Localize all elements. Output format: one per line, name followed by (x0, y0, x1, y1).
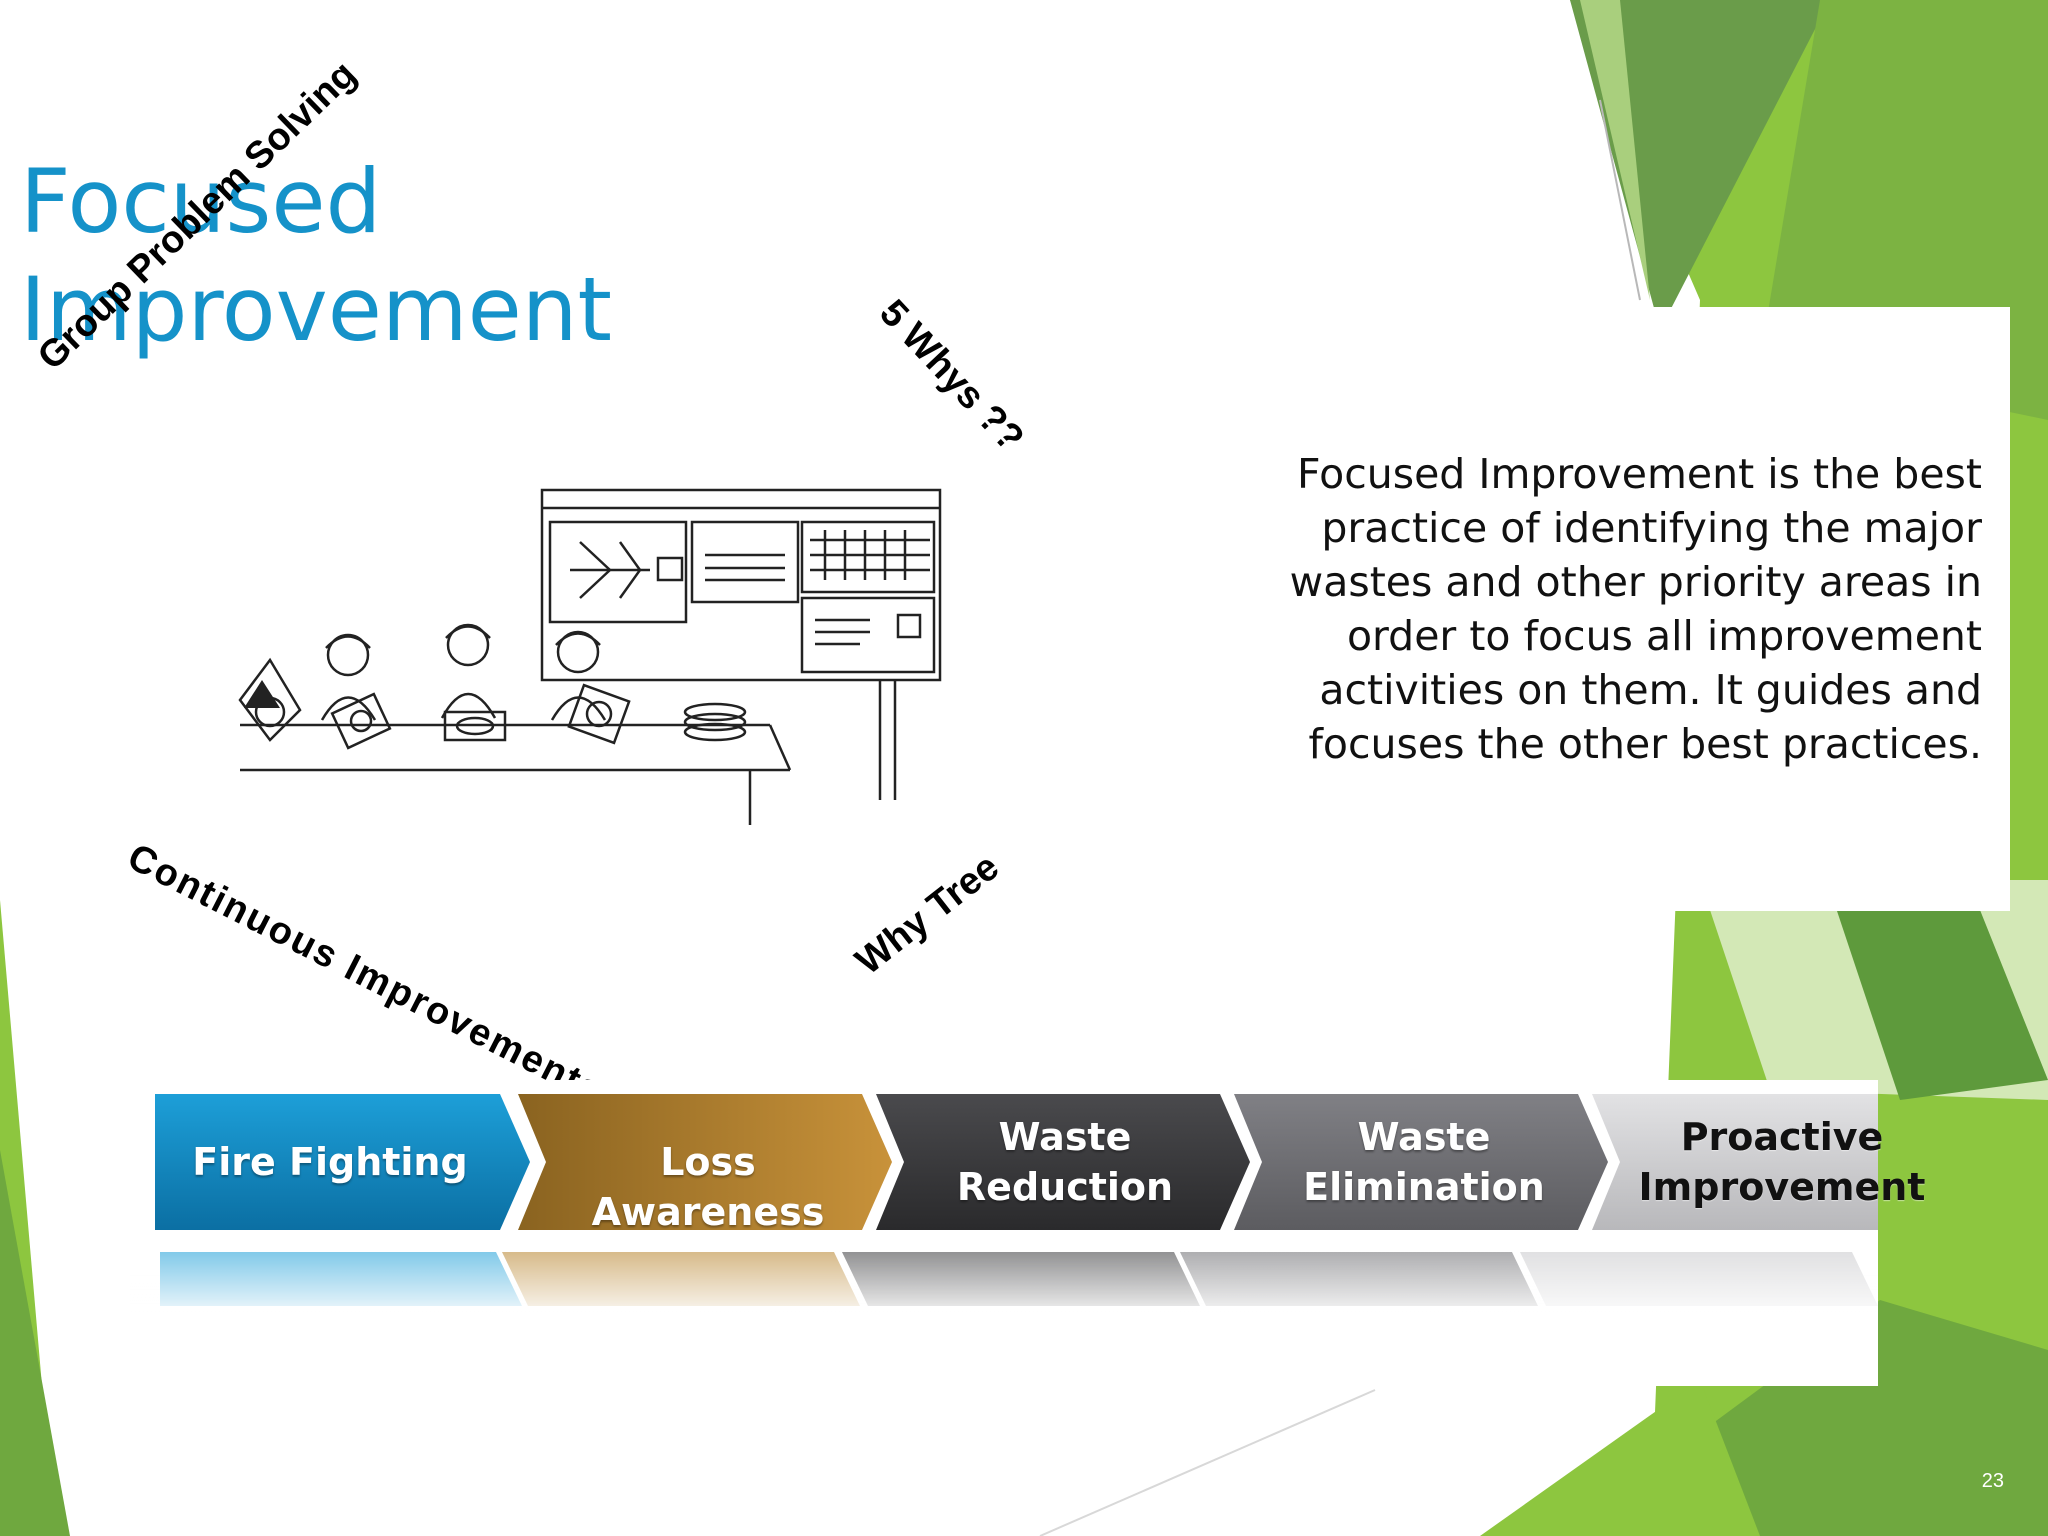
step-label-fire-fighting: Fire Fighting (192, 1140, 468, 1184)
description-panel: Focused Improvement is the best practice… (1220, 307, 2010, 911)
step-arrow-proactive-improvement (1592, 1094, 1878, 1230)
step-arrow-waste-reduction (876, 1094, 1250, 1230)
workers-at-board-illustration (238, 488, 942, 825)
step-label-loss-awareness: Loss Awareness (591, 1140, 825, 1234)
page-number: 23 (1981, 1470, 2004, 1492)
step-label-waste-elimination: Waste Elimination (1303, 1115, 1545, 1209)
step-label-proactive-improvement: Proactive Improvement (1638, 1115, 1926, 1209)
maturity-steps-graphic (130, 1094, 1878, 1322)
step-arrow-loss-awareness (518, 1094, 892, 1230)
slide-title: Focused Improvement (20, 148, 612, 364)
title-line-1: Focused (20, 150, 382, 253)
step-arrow-fire-fighting (155, 1094, 530, 1230)
step-arrow-waste-elimination (1234, 1094, 1608, 1230)
step-label-waste-reduction: Waste Reduction (956, 1115, 1174, 1209)
step-arrows (155, 1094, 1878, 1230)
title-line-2: Improvement (20, 258, 612, 361)
maturity-steps-panel: Fire Fighting Loss Awareness Waste Reduc… (130, 1080, 1925, 1386)
step-reflections (130, 1252, 1878, 1322)
description-text: Focused Improvement is the best practice… (1289, 450, 1982, 768)
